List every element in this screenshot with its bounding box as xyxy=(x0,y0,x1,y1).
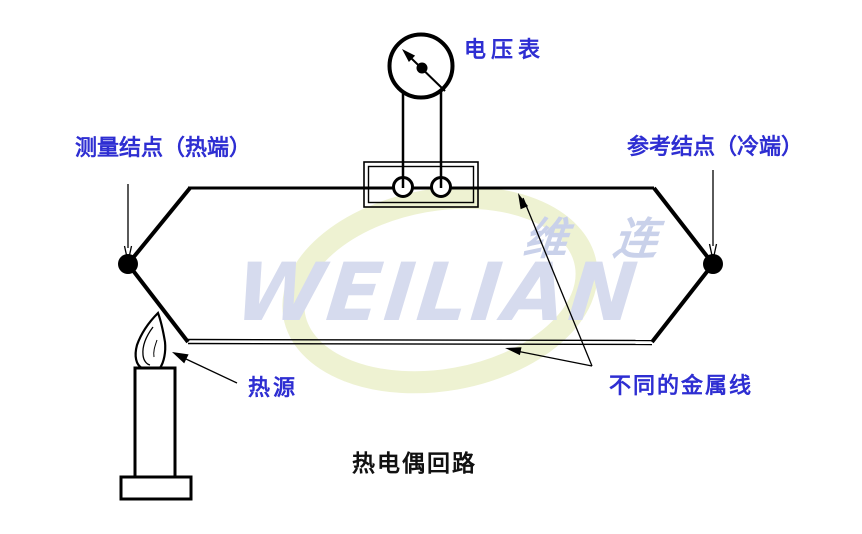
heat-source-label: 热源 xyxy=(248,376,299,401)
candle-base xyxy=(119,475,193,501)
terminal-block xyxy=(363,161,479,208)
wire-bottom-double-2 xyxy=(187,342,653,346)
candle-body xyxy=(133,366,177,479)
metal-wire-arrow-bottom-icon xyxy=(505,347,593,367)
swoosh-ellipse-icon xyxy=(282,186,598,394)
cold-junction-dot xyxy=(703,254,723,274)
wire-hot-upper xyxy=(126,186,192,266)
hot-junction-dot xyxy=(118,254,138,274)
wire-bottom-double-1 xyxy=(187,338,653,342)
wire-cold-upper xyxy=(652,186,715,266)
hot-junction-label: 测量结点（热端） xyxy=(75,136,252,161)
circuit-loop xyxy=(126,186,715,346)
diagram-title: 热电偶回路 xyxy=(352,451,477,477)
terminals xyxy=(392,90,452,198)
metal-wires-label: 不同的金属线 xyxy=(609,374,754,399)
wire-hot-lower xyxy=(126,262,190,344)
cold-junction-arrow-icon xyxy=(708,170,718,261)
annotation-arrows xyxy=(123,170,718,384)
flame-icon xyxy=(134,311,167,370)
voltmeter-icon xyxy=(387,32,455,100)
needle-hub xyxy=(416,62,428,74)
voltmeter-label: 电压表 xyxy=(464,38,546,63)
metal-wire-arrow-top-icon xyxy=(518,193,593,367)
hot-junction-arrow-icon xyxy=(123,184,133,263)
candle-icon xyxy=(119,311,193,501)
wire-cold-lower xyxy=(650,262,715,344)
needle-arrowhead-icon xyxy=(402,49,416,62)
cold-junction-label: 参考结点（冷端） xyxy=(627,135,804,160)
heat-source-arrow-icon xyxy=(172,352,238,384)
